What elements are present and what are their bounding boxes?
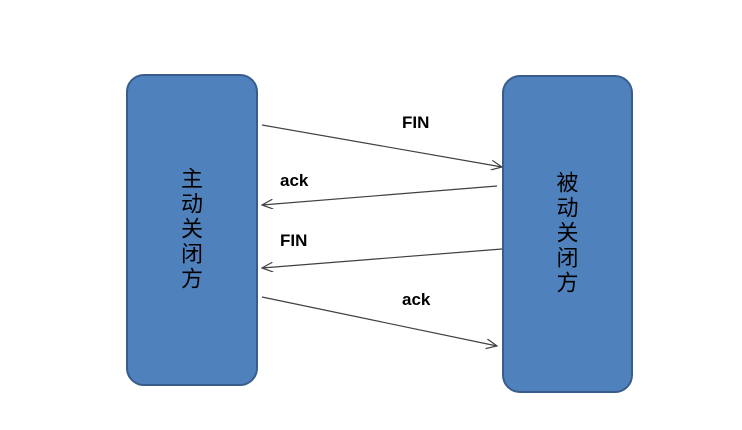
vertical-char: 主 bbox=[180, 167, 203, 193]
vertical-char: 方 bbox=[556, 271, 579, 297]
fin-arrow-1 bbox=[261, 124, 502, 167]
vertical-char: 关 bbox=[556, 221, 579, 247]
message-label-fin-2: FIN bbox=[280, 231, 308, 250]
vertical-char: 关 bbox=[180, 217, 203, 243]
message-label-fin-1: FIN bbox=[402, 113, 430, 132]
message-label-ack-1: ack bbox=[280, 171, 309, 190]
vertical-char: 动 bbox=[556, 196, 579, 222]
passive-closer-label: 被动关闭方 bbox=[504, 172, 631, 297]
ack-arrow-1 bbox=[262, 185, 498, 205]
message-label-ack-2: ack bbox=[402, 290, 431, 309]
vertical-char: 方 bbox=[180, 267, 203, 293]
passive-closer-label-text: 被动关闭方 bbox=[504, 172, 631, 297]
active-closer-label-text: 主动关闭方 bbox=[128, 168, 256, 293]
ack-arrow-2 bbox=[261, 296, 497, 346]
active-closer-label: 主动关闭方 bbox=[128, 168, 256, 293]
vertical-char: 被 bbox=[556, 171, 579, 197]
active-closer-box: 主动关闭方 bbox=[126, 74, 258, 386]
vertical-char: 动 bbox=[180, 192, 203, 218]
vertical-char: 闭 bbox=[556, 246, 579, 272]
vertical-char: 闭 bbox=[180, 242, 203, 268]
fin-arrow-2 bbox=[262, 248, 503, 268]
passive-closer-box: 被动关闭方 bbox=[502, 75, 633, 393]
